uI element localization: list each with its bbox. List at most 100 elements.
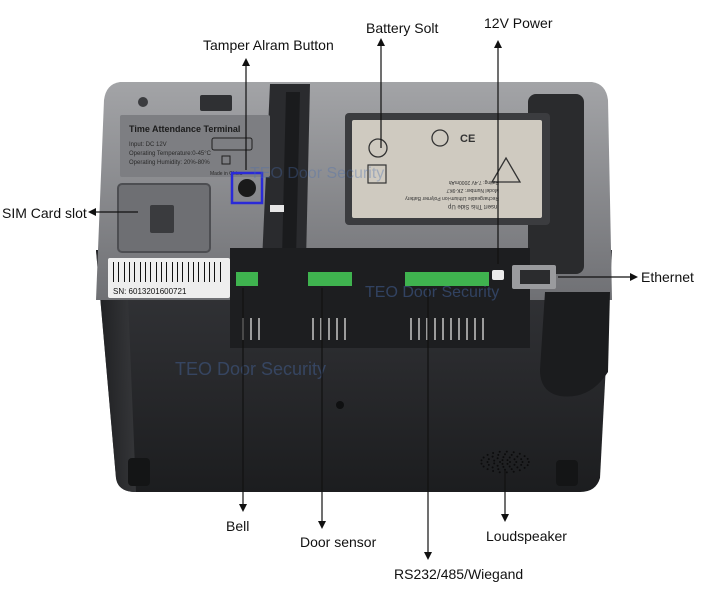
grille-hole <box>513 458 516 461</box>
barcode-bar <box>182 262 183 282</box>
label-bell: Bell <box>226 518 250 534</box>
grille-hole <box>526 464 529 467</box>
tamper-side-switch <box>270 205 284 212</box>
tamper-channel <box>282 92 300 258</box>
grille-hole <box>498 450 501 453</box>
loudspeaker-grille <box>480 450 530 474</box>
pin-label-mark <box>474 318 476 340</box>
pin-label-mark <box>312 318 314 340</box>
pin-label-mark <box>336 318 338 340</box>
battery-noflame-icon <box>368 138 388 158</box>
grille-hole <box>493 459 496 462</box>
screw-left <box>138 97 148 107</box>
grille-hole <box>518 469 521 472</box>
serial-number: SN: 6013201600721 <box>113 287 187 296</box>
pin-label-mark <box>418 318 420 340</box>
grille-hole <box>480 459 483 462</box>
tamper-button-knob <box>238 179 256 197</box>
ethernet-port <box>512 265 556 289</box>
barcode-bar <box>214 262 215 282</box>
pin-label-mark <box>410 318 412 340</box>
spec-label-panel: Time Attendance Terminal Input: DC 12V O… <box>120 115 270 177</box>
grille-hole <box>493 462 496 465</box>
grille-hole <box>505 450 508 453</box>
grille-hole <box>482 456 485 459</box>
barcode-bar <box>193 262 194 282</box>
grille-hole <box>504 453 506 456</box>
barcode-bar <box>172 262 173 282</box>
barcode-bar <box>209 262 210 282</box>
center-hole <box>336 401 344 409</box>
device-left-side <box>96 250 136 492</box>
grille-hole <box>498 471 501 474</box>
grille-hole <box>480 462 483 465</box>
label-battery-slot: Battery Solt <box>366 20 439 36</box>
callout-arrows <box>88 38 638 560</box>
bin-icon <box>221 155 231 165</box>
grille-hole <box>491 466 494 469</box>
serial-sticker: SN: 6013201600721 <box>108 258 230 298</box>
tamper-highlight-box <box>230 171 264 205</box>
barcode-bar <box>204 262 205 282</box>
grille-hole <box>497 453 500 456</box>
grille-hole <box>506 462 509 465</box>
pin-label-mark <box>458 318 460 340</box>
label-sim-card-slot: SIM Card slot <box>2 205 87 221</box>
barcode-bar <box>129 262 130 282</box>
watermark-1: TEO Door Security <box>250 165 384 182</box>
grille-hole <box>516 466 519 469</box>
pin-label-mark <box>466 318 468 340</box>
grille-hole <box>501 459 504 462</box>
grille-hole <box>502 465 505 468</box>
grille-hole <box>496 457 499 460</box>
grille-hole <box>492 470 495 472</box>
comm-connector <box>405 272 489 286</box>
label-ethernet: Ethernet <box>641 269 694 285</box>
ce-fcc-icon <box>211 137 253 151</box>
grille-hole <box>508 465 511 468</box>
barcode-bar <box>118 262 119 282</box>
barcode-bar <box>140 262 141 282</box>
label-loudspeaker: Loudspeaker <box>486 528 567 544</box>
ethernet-opening <box>520 270 550 284</box>
bell-connector <box>236 272 258 286</box>
spec-label-bg <box>120 115 270 177</box>
grille-hole <box>486 461 489 463</box>
grille-hole <box>508 456 511 459</box>
grille-hole <box>502 456 505 459</box>
input-spec: Input: DC 12V <box>129 142 167 148</box>
device-foot-right <box>556 460 578 486</box>
sim-card-slot <box>117 183 211 253</box>
grille-hole <box>523 455 526 458</box>
grille-hole <box>523 466 526 469</box>
battery-slot: CE Insert This Side Up Rechargeable Lith… <box>345 113 550 225</box>
grille-hole <box>505 471 508 474</box>
pin-label-mark <box>434 318 436 340</box>
barcode-bar <box>156 262 157 282</box>
pin-label-mark <box>250 318 252 340</box>
made-in: Made in China <box>210 171 242 177</box>
barcode-bar <box>198 262 199 282</box>
grille-hole <box>482 465 485 468</box>
battery-type: Rechargeable Lithium-ion Polymer Battery <box>405 195 499 201</box>
pin-label-mark <box>450 318 452 340</box>
barcode-bar <box>188 262 189 282</box>
label-comm-ports: RS232/485/Wiegand <box>394 566 524 582</box>
tamper-button <box>230 171 284 212</box>
pin-label-mark <box>258 318 260 340</box>
pin-label-mark <box>442 318 444 340</box>
grille-hole <box>506 459 509 462</box>
sim-slot-opening <box>150 205 174 233</box>
serial-sticker-bg <box>108 258 230 298</box>
grille-hole <box>527 461 530 463</box>
grille-hole <box>518 452 521 455</box>
grille-hole <box>486 468 489 471</box>
battery-warning-icon <box>490 156 522 183</box>
connector-strip-bg <box>230 248 530 348</box>
grille-hole <box>497 468 500 471</box>
grille-hole <box>510 453 513 456</box>
grille-hole <box>512 451 515 454</box>
grille-hole <box>526 457 529 460</box>
pin-label-mark <box>482 318 484 340</box>
